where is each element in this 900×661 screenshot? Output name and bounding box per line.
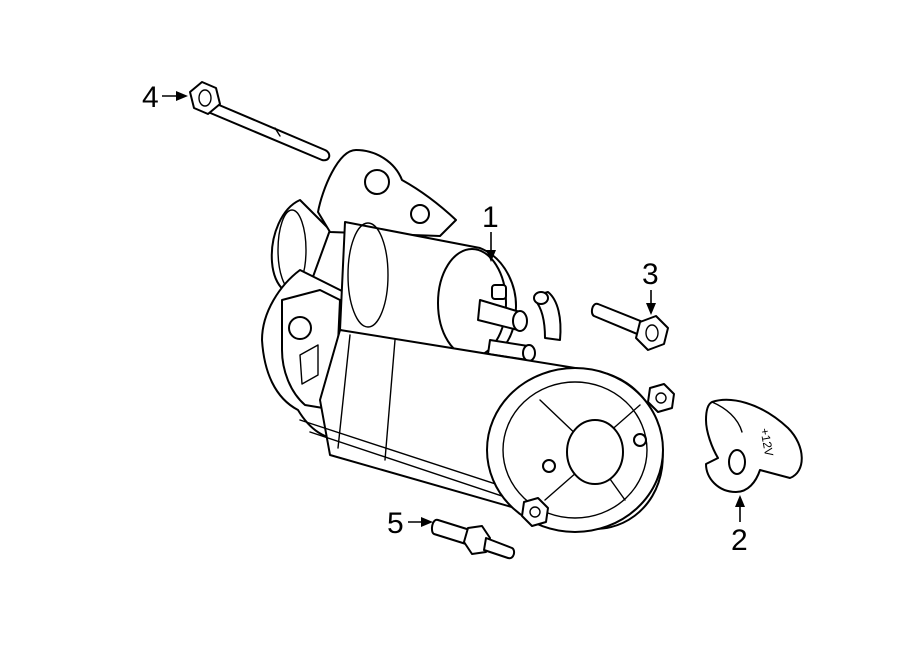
callout-1-label: 1 [482, 201, 499, 234]
callout-1-arrowhead [486, 250, 496, 262]
callout-4-arrowhead [176, 91, 188, 101]
yoke-seam [384, 339, 396, 461]
long-mounting-bolt [189, 81, 331, 162]
callout-2: 2 [731, 495, 748, 557]
end-frame-ribs [539, 399, 641, 501]
end-frame-nuts [521, 383, 675, 527]
callout-3-arrowhead [646, 303, 656, 315]
callout-4: 4 [142, 81, 188, 114]
upper-mounting-ear [317, 149, 457, 237]
callout-1: 1 [482, 201, 499, 262]
callout-3-label: 3 [642, 258, 659, 291]
callout-4-label: 4 [142, 81, 159, 114]
callout-3: 3 [642, 258, 659, 315]
starter-motor [261, 149, 675, 533]
callout-2-arrowhead [735, 495, 745, 507]
through-bolt-rod [299, 419, 521, 493]
terminal-bolt [590, 302, 669, 351]
callout-5-label: 5 [387, 507, 404, 540]
end-bearing-cap [566, 419, 624, 485]
through-bolt-rod-2 [309, 431, 521, 503]
callout-5-arrowhead [421, 517, 433, 527]
end-frame-rim [502, 381, 648, 519]
callout-2-label: 2 [731, 524, 748, 557]
callout-5: 5 [387, 507, 433, 540]
yoke-seam-left [337, 334, 351, 449]
terminal-cover: +12V [705, 398, 803, 493]
solenoid-band [347, 222, 389, 328]
cover-marking: +12V [757, 427, 776, 457]
upper-ear-boss [410, 204, 430, 224]
upper-ear-hole [364, 169, 390, 195]
short-mounting-bolt [430, 518, 516, 560]
bracket-rib [299, 344, 319, 385]
bracket-hole [288, 316, 312, 340]
